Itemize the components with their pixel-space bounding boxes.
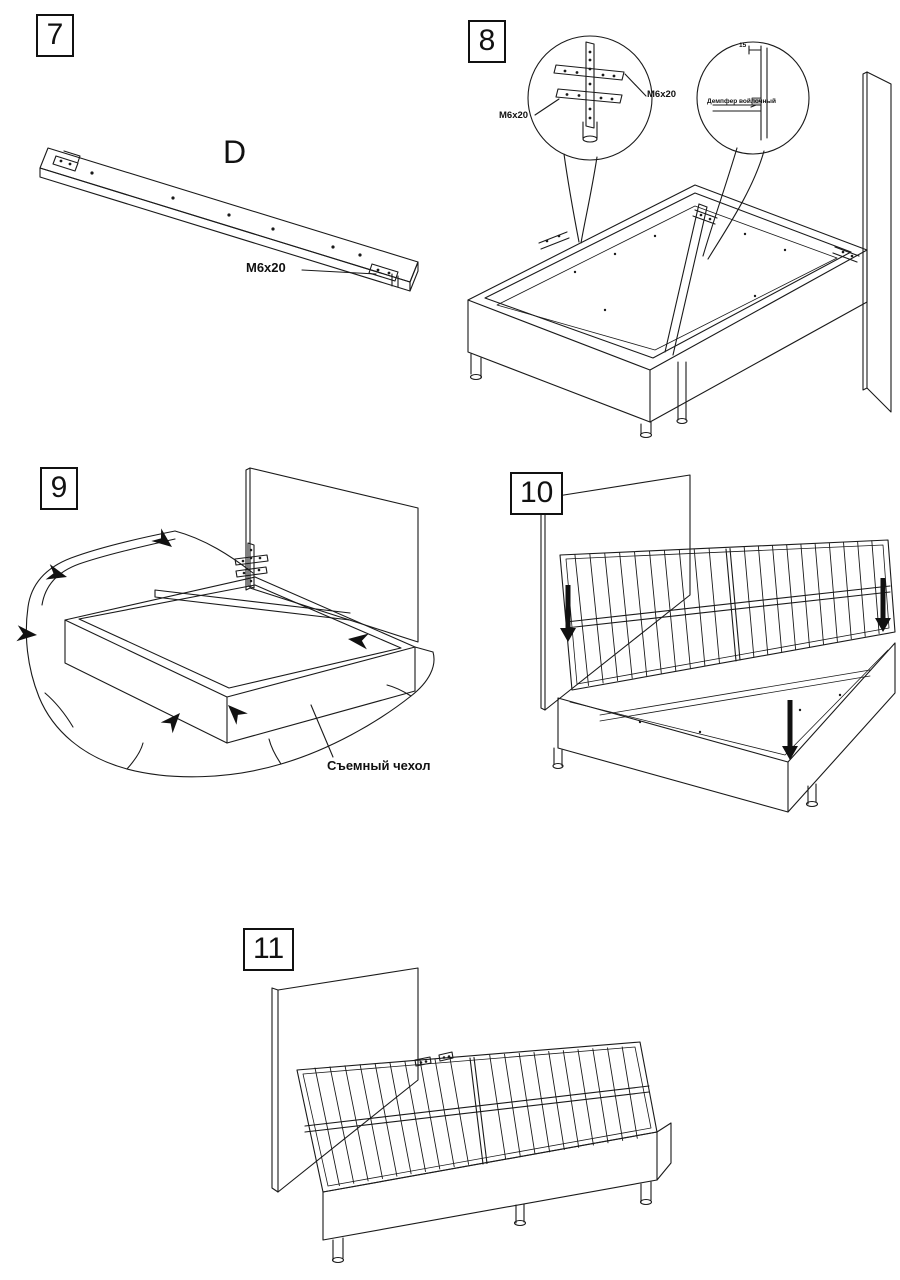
step-9: 9 Съемный чехол — [15, 455, 455, 800]
bed-frame-box — [64, 576, 416, 744]
slat-base — [559, 539, 896, 691]
storage-box — [552, 642, 896, 813]
damper-callout — [696, 41, 810, 155]
slat-bracket-holes — [419, 1055, 451, 1064]
step-9-drawing — [16, 467, 435, 778]
headboard — [245, 467, 419, 643]
step-10-drawing — [540, 474, 896, 813]
step-7-part-label: D — [223, 134, 247, 170]
step-8-fastener-label-left: M6x20 — [499, 110, 529, 121]
down-arrows — [560, 578, 891, 760]
fastener-leader-line — [301, 269, 377, 275]
step-7: 7 D M6x20 — [20, 10, 440, 325]
step-10-number: 10 — [510, 472, 564, 515]
step-11-drawing — [271, 967, 672, 1264]
board-holes — [59, 159, 391, 275]
step-8-damper-dimension: 15 — [739, 42, 747, 49]
cover-holes — [241, 548, 262, 583]
step-8-damper-label: Демпфер войлочный — [707, 98, 776, 105]
callout-tail-left — [563, 153, 598, 244]
step-10: 10 — [500, 460, 900, 835]
step-11-number: 11 — [243, 928, 295, 971]
step-8-fastener-label-right: M6x20 — [647, 89, 677, 100]
step-8-drawing — [467, 35, 892, 439]
frame-holes — [545, 213, 854, 312]
corner-bracket — [234, 542, 269, 589]
bed-frame-box — [467, 184, 868, 439]
bracket-callout — [527, 35, 653, 161]
slat-base — [296, 1041, 658, 1193]
fabric-cover — [25, 530, 435, 778]
headboard — [271, 967, 419, 1193]
step-7-fastener-label: M6x20 — [246, 260, 286, 275]
step-8: 8 M6x20 M6x20 15 Демпфер войлочный — [455, 10, 900, 440]
step-9-number: 9 — [40, 467, 78, 510]
cover-leader-line — [310, 704, 334, 758]
side-rail-board — [39, 147, 419, 292]
box-holes — [638, 693, 842, 734]
step-11: 11 — [225, 920, 685, 1280]
step-8-number: 8 — [468, 20, 506, 63]
bracket-callout-holes — [563, 50, 616, 120]
callout-tail-right — [702, 147, 765, 260]
headboard — [862, 71, 892, 413]
step-7-drawing — [39, 147, 419, 292]
step-9-cover-label: Съемный чехол — [327, 758, 431, 773]
end-bracket-left — [52, 150, 81, 172]
step-7-number: 7 — [36, 14, 74, 57]
end-bracket-right — [368, 263, 399, 288]
bed-frame — [322, 1122, 672, 1264]
